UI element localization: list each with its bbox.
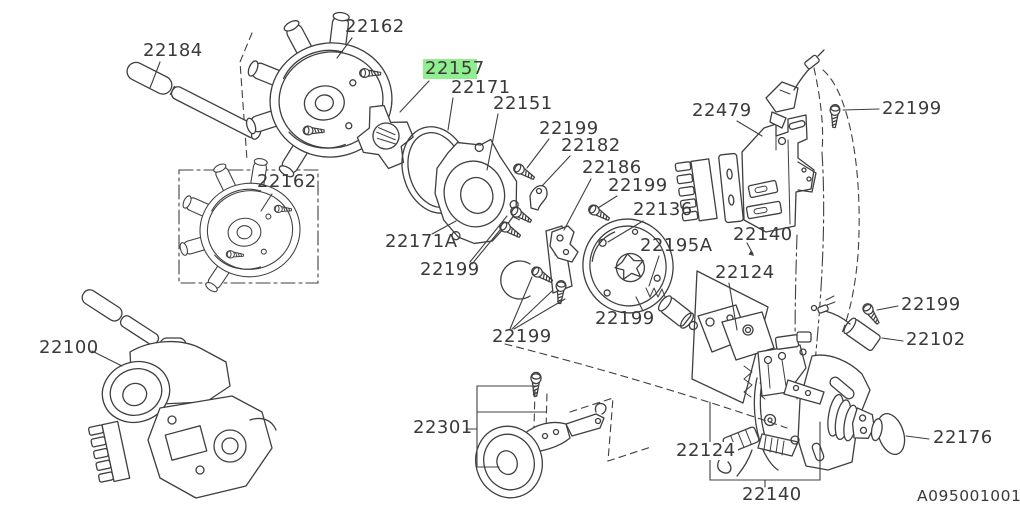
part-label-22136: 22136 [633,199,693,220]
part-label-22162-boxed: 22162 [257,171,317,192]
part-label-22199-3: 22199 [882,98,942,119]
part-label-22140-bottom: 22140 [742,484,802,505]
part-label-22171A: 22171A [385,231,458,252]
part-label-22140-right: 22140 [733,224,793,245]
part-label-22162-top: 22162 [345,16,405,37]
part-label-22301: 22301 [413,417,473,438]
part-label-22157-highlighted: 22157 [423,58,487,79]
points-22124 [691,270,775,404]
part-label-22182: 22182 [561,135,621,156]
part-label-22184: 22184 [143,40,203,61]
part-label-22199-7: 22199 [901,294,961,315]
drawing-code: A095001001 [917,487,1020,505]
breaker-plate-22136 [582,218,674,314]
coupling-22157 [356,104,414,170]
bracket-22182 [529,185,548,211]
part-label-22199-5: 22199 [492,326,552,347]
part-label-22124-lower: 22124 [674,440,738,461]
leader-lines [91,37,930,440]
distributor-body [753,331,883,471]
condenser-22102 [810,295,881,352]
part-label-22102: 22102 [906,329,966,350]
pickup-22195a [645,287,698,331]
part-label-22479: 22479 [692,100,752,121]
part-label-22199-2: 22199 [608,175,668,196]
part-label-22100: 22100 [39,337,99,358]
distributor-assembly-22100 [81,289,277,499]
dashed-box [178,169,319,284]
part-label-22195A: 22195A [640,235,713,256]
part-label-22199-1: 22199 [539,118,599,139]
housing-22151 [434,138,519,245]
part-label-22124-upper: 22124 [715,262,775,283]
bracket-lines [465,385,821,488]
igniter-22479 [674,49,825,233]
vacuum-unit-22301 [475,371,607,499]
part-label-22176: 22176 [933,427,993,448]
shaft-22184 [126,61,262,140]
bracket-22186 [500,225,579,300]
part-label-22199-6: 22199 [420,259,480,280]
part-label-22186: 22186 [582,157,642,178]
part-label-22171: 22171 [451,77,511,98]
part-label-22199-4: 22199 [595,308,655,329]
part-label-22151: 22151 [493,93,553,114]
